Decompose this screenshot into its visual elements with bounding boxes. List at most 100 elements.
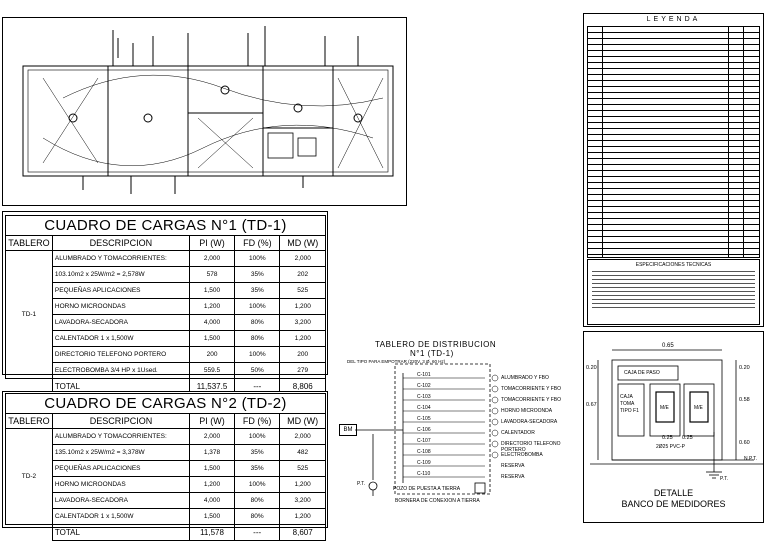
dim-060: 0.60	[739, 440, 750, 446]
row-desc: ALUMBRADO Y TOMACORRIENTES:	[51, 250, 190, 267]
row-desc: LAVADORA-SECADORA	[51, 492, 191, 509]
dim-058: 0.58	[739, 397, 750, 403]
specs-title: ESPECIFICACIONES TECNICAS	[635, 262, 712, 268]
diagram-subtitle: N°1 (TD-1)	[410, 349, 454, 358]
circuit-id: C-108	[417, 449, 431, 455]
circuit-id: C-110	[417, 471, 431, 477]
row-md: 200	[279, 346, 326, 363]
row-desc: DIRECTORIO TELEFONO PORTERO	[51, 346, 190, 363]
circuit-label: TOMACORRIENTE Y FBO	[501, 397, 562, 403]
row-desc: ALUMBRADO Y TOMACORRIENTES:	[51, 428, 191, 445]
header-pi: PI (W)	[188, 235, 236, 251]
row-md: 3,200	[279, 492, 326, 509]
meter-1-label: M/E	[660, 405, 669, 411]
row-desc: HORNO MICROONDAS	[51, 476, 191, 493]
circuit-label: RESERVA	[501, 463, 525, 469]
legend-height-column	[743, 27, 744, 257]
circuit-id: C-101	[417, 372, 431, 378]
total-pi: 11,578	[189, 524, 235, 541]
row-desc: CALENTADOR 1 x 1,500W	[51, 330, 190, 347]
row-desc: PEQUEÑAS APLICACIONES	[51, 282, 190, 299]
dim-020-right: 0.20	[739, 365, 750, 371]
dim-025-left: 0.25	[662, 435, 673, 441]
tablero-cell: TD-1	[5, 250, 53, 379]
circuit-label: RESERVA	[501, 474, 525, 480]
legend-table	[587, 26, 760, 258]
header-md: MD (W)	[279, 235, 326, 251]
row-md: 279	[279, 362, 326, 379]
conduit-label: 2Ø25 PVC-P	[656, 444, 685, 450]
row-fd: 100%	[233, 476, 281, 493]
row-pi: 200	[188, 346, 236, 363]
row-pi: 1,200	[189, 476, 235, 493]
npt-label: N.P.T.	[744, 456, 757, 462]
row-pi: 1,500	[188, 282, 236, 299]
row-pi: 2,000	[188, 250, 236, 267]
tablero-cell: TD-2	[5, 428, 53, 525]
row-pi: 4,000	[188, 314, 236, 331]
floor-plan-drawing	[22, 26, 394, 194]
row-desc: 135.10m2 x 25W/m2 = 3,378W	[51, 444, 191, 461]
row-fd: 80%	[234, 330, 281, 347]
circuit-label: HORNO MICROONDA	[501, 408, 553, 414]
row-fd: 100%	[234, 298, 281, 315]
row-fd: 100%	[234, 346, 281, 363]
row-md: 2,000	[279, 428, 326, 445]
row-fd: 100%	[233, 428, 281, 445]
circuit-id: C-106	[417, 427, 431, 433]
total-md: 8,607	[279, 524, 326, 541]
circuit-id: C-107	[417, 438, 431, 444]
load-table-2: CUADRO DE CARGAS N°2 (TD-2) TABLERO DESC…	[5, 393, 326, 541]
circuit-id: C-102	[417, 383, 431, 389]
diagram-type-line: DEL TIPO PARA EMPOTRAR (220V, 3 Ø, 60 Hz…	[347, 359, 446, 364]
meter-2-label: M/E	[694, 405, 703, 411]
legend-title: LEYENDA	[646, 16, 701, 23]
circuit-id: C-109	[417, 460, 431, 466]
dim-067: 0.67	[586, 402, 597, 408]
specs-box: ESPECIFICACIONES TECNICAS	[587, 259, 760, 325]
header-pi: PI (W)	[189, 413, 235, 429]
legend-frame: LEYENDA ESPECIFICACIONES TECNICAS	[583, 13, 764, 327]
caja-paso-label: CAJA DE PASO	[624, 370, 660, 376]
row-md: 202	[279, 266, 326, 283]
row-md: 2,000	[279, 250, 326, 267]
legend-unit-column	[728, 27, 729, 257]
table-title: CUADRO DE CARGAS N°1 (TD-1)	[5, 215, 326, 236]
row-pi: 1,500	[188, 330, 236, 347]
circuit-label: DIRECTORIO TELEFONO PORTERO	[501, 441, 561, 453]
row-md: 525	[279, 460, 326, 477]
circuit-id: C-105	[417, 416, 431, 422]
table-title: CUADRO DE CARGAS N°2 (TD-2)	[5, 393, 326, 414]
circuit-id: C-103	[417, 394, 431, 400]
detalle-title: DETALLE	[653, 488, 694, 498]
row-fd: 50%	[234, 362, 281, 379]
header-tablero: TABLERO	[5, 413, 53, 429]
row-desc: HORNO MICROONDAS	[51, 298, 190, 315]
row-md: 1,200	[279, 330, 326, 347]
dim-025-right: 0.25	[682, 435, 693, 441]
row-md: 482	[279, 444, 326, 461]
bm-box: BM	[339, 424, 357, 436]
header-descripcion: DESCRIPCION	[51, 235, 190, 251]
row-pi: 4,000	[189, 492, 235, 509]
row-fd: 35%	[233, 444, 281, 461]
row-pi: 1,500	[189, 460, 235, 477]
pt-label: P.T.	[720, 476, 728, 482]
meter-bank-drawing	[590, 349, 763, 479]
row-md: 3,200	[279, 314, 326, 331]
circuit-label: TOMACORRIENTE Y FBO	[501, 386, 562, 392]
row-md: 1,200	[279, 508, 326, 525]
row-pi: 1,378	[189, 444, 235, 461]
pt-label: P.T.	[357, 481, 365, 487]
row-desc: CALENTADOR 1 x 1,500W	[51, 508, 191, 525]
legend-symbol-column	[602, 27, 603, 257]
row-fd: 35%	[234, 282, 281, 299]
row-md: 1,200	[279, 298, 326, 315]
row-pi: 2,000	[189, 428, 235, 445]
meter-bank-frame: 0.65 0.20 0.20 0.67 0.58 0.60 0.25 0.25 …	[583, 331, 764, 523]
header-fd: FD (%)	[233, 413, 281, 429]
row-md: 525	[279, 282, 326, 299]
dim-065: 0.65	[662, 343, 674, 349]
load-table-1: CUADRO DE CARGAS N°1 (TD-1) TABLERO DESC…	[5, 215, 326, 395]
row-md: 1,200	[279, 476, 326, 493]
